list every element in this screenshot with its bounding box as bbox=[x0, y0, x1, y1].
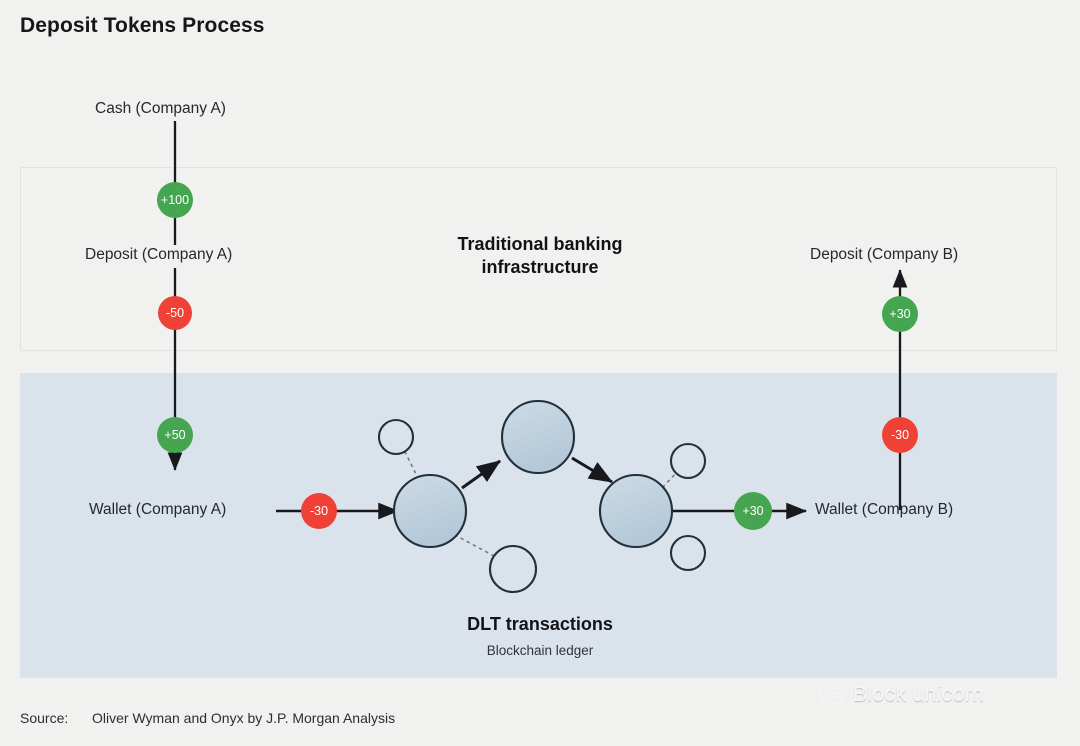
badge-wallet-b-debit: -30 bbox=[882, 417, 918, 453]
badge-deposit-a-debit: -50 bbox=[158, 296, 192, 330]
badge-cash-to-deposit-a: +100 bbox=[157, 182, 193, 218]
watermark: Block unicorn bbox=[818, 683, 984, 707]
dlt-label: DLT transactions bbox=[467, 614, 613, 634]
badge-wallet-a-credit: +50 bbox=[157, 417, 193, 453]
wechat-icon bbox=[818, 685, 844, 706]
node-label-deposit-a: Deposit (Company A) bbox=[85, 246, 233, 263]
badge-wallet-a-transfer-out: -30 bbox=[301, 493, 337, 529]
page-title: Deposit Tokens Process bbox=[20, 14, 265, 37]
traditional-banking-label-line1: Traditional banking bbox=[457, 234, 623, 254]
source-label: Source: bbox=[20, 710, 69, 726]
badge-wallet-b-transfer-in: +30 bbox=[734, 492, 772, 530]
source-text: Oliver Wyman and Onyx by J.P. Morgan Ana… bbox=[92, 710, 396, 726]
traditional-banking-label: Traditional banking infrastructure bbox=[390, 233, 690, 279]
traditional-banking-label-line2: infrastructure bbox=[481, 257, 599, 277]
dlt-sublabel: Blockchain ledger bbox=[486, 643, 594, 658]
watermark-text: Block unicorn bbox=[853, 683, 985, 706]
badge-deposit-b-credit: +30 bbox=[882, 296, 918, 332]
node-label-deposit-b: Deposit (Company B) bbox=[810, 246, 959, 263]
node-label-cash-a: Cash (Company A) bbox=[95, 100, 226, 117]
node-label-wallet-b: Wallet (Company B) bbox=[815, 501, 954, 518]
node-label-wallet-a: Wallet (Company A) bbox=[89, 501, 227, 518]
